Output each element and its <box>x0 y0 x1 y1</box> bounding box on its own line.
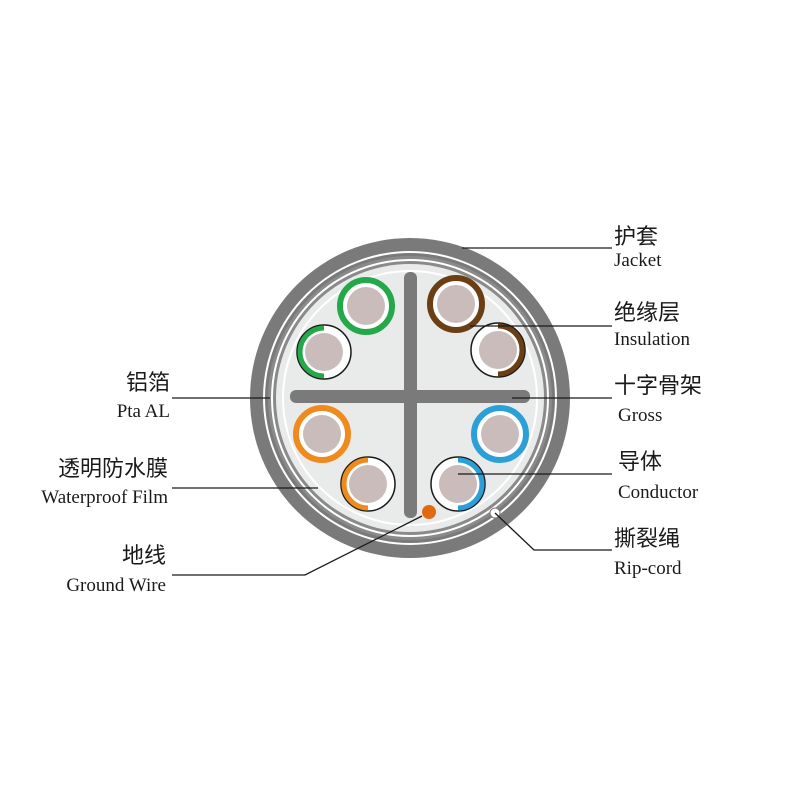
cross-label-en: Gross <box>618 405 662 426</box>
insulation-stripe <box>457 457 485 511</box>
conductor <box>347 287 385 325</box>
cross-separator-horizontal <box>290 390 530 403</box>
conductor-label-zh: 导体 <box>618 450 662 475</box>
ripcord-label-en: Rip-cord <box>614 558 682 579</box>
jacket-label-zh: 护套 <box>614 225 658 250</box>
ripcord-label-zh: 撕裂绳 <box>614 527 680 552</box>
brown-pair <box>427 275 526 378</box>
insulation-label-en: Insulation <box>614 329 690 350</box>
ground-wire <box>422 505 436 519</box>
blue-pair <box>430 405 529 512</box>
leader-ground <box>172 515 423 576</box>
film-label-zh: 透明防水膜 <box>58 457 168 482</box>
insulation-stripe <box>497 323 525 377</box>
conductor <box>439 465 477 503</box>
conductor <box>479 331 517 369</box>
cross-label-zh: 十字骨架 <box>614 374 702 399</box>
insulation-label-zh: 绝缘层 <box>614 301 680 326</box>
conductor <box>349 465 387 503</box>
insulation-stripe <box>297 325 325 379</box>
conductor <box>305 333 343 371</box>
ground-label-en: Ground Wire <box>66 575 166 596</box>
foil-label-zh: 铝箔 <box>126 371 170 396</box>
orange-pair <box>293 405 396 512</box>
green-pair <box>296 277 395 380</box>
foil-label-en: Pta AL <box>117 401 170 422</box>
jacket-label-en: Jacket <box>614 250 662 271</box>
conductor <box>303 415 341 453</box>
ground-label-zh: 地线 <box>122 544 166 569</box>
conductor <box>437 285 475 323</box>
leader-ripcord <box>494 512 612 551</box>
conductor-label-en: Conductor <box>618 482 699 503</box>
film-label-en: Waterproof Film <box>41 487 168 508</box>
insulation-stripe <box>341 457 369 511</box>
conductor <box>481 415 519 453</box>
